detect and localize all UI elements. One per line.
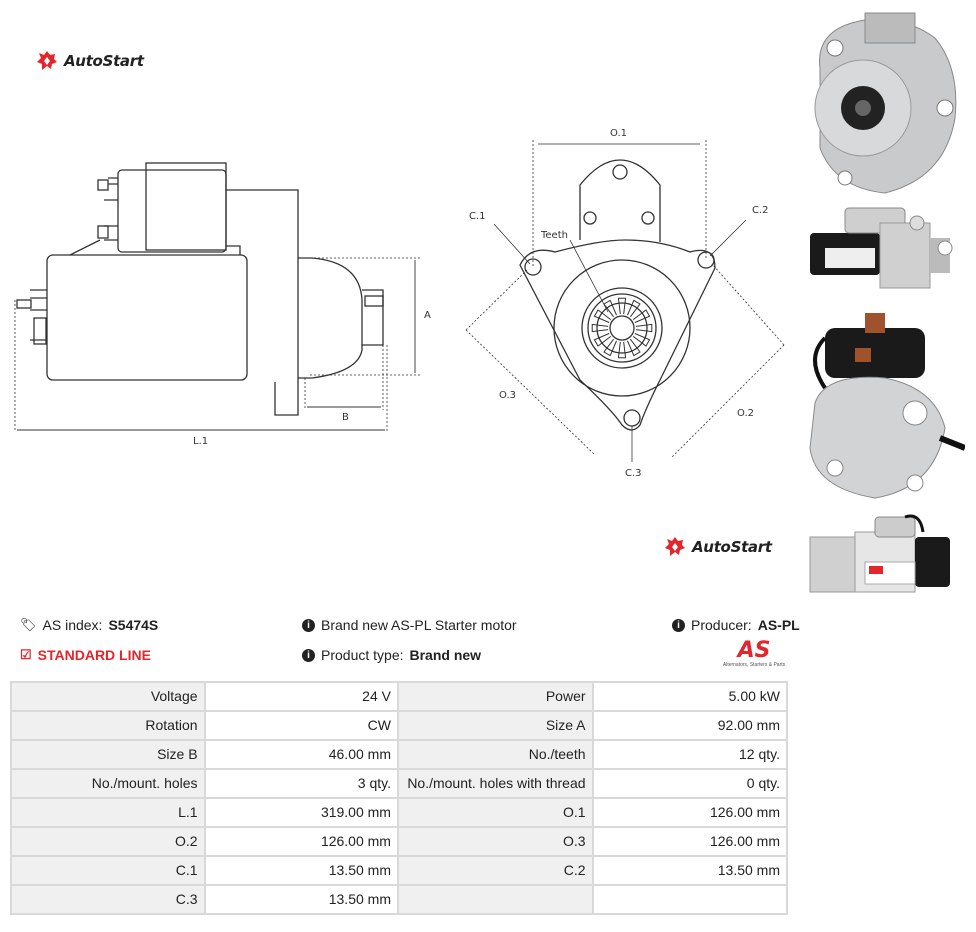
product-line-label: STANDARD LINE	[37, 647, 151, 663]
spec-label: O.3	[396, 826, 594, 857]
spec-label: O.2	[10, 826, 206, 857]
label-l1: L.1	[193, 436, 208, 447]
check-square-icon: ☑	[20, 647, 32, 662]
producer-tagline: Alternators, Starters & Parts	[722, 662, 786, 668]
producer: i Producer: AS-PL	[672, 617, 800, 633]
product-description: i Brand new AS-PL Starter motor	[302, 617, 517, 633]
product-type: i Product type: Brand new	[302, 647, 481, 663]
pinion-tooth	[593, 333, 612, 347]
label-c3: C.3	[625, 468, 642, 479]
producer-label: Producer:	[691, 617, 752, 633]
spec-value: 319.00 mm	[203, 797, 399, 828]
product-photo-side	[805, 203, 965, 298]
producer-logo: AS Alternators, Starters & Parts	[716, 638, 792, 669]
spec-label: No./mount. holes with thread	[396, 768, 594, 799]
label-b: B	[342, 412, 349, 423]
label-c2: C.2	[752, 205, 769, 216]
spec-value: 126.00 mm	[591, 826, 789, 857]
brand-logo-secondary: AutoStart	[664, 536, 772, 558]
spec-value: 24 V	[203, 681, 399, 712]
spec-value: 13.50 mm	[203, 884, 399, 915]
label-o2: O.2	[737, 408, 754, 419]
technical-drawing: A B L.1 O.1 C.1 C.2	[14, 128, 785, 479]
product-photo-front	[805, 8, 965, 198]
info-circle-icon: i	[302, 648, 315, 662]
pinion-tooth	[603, 299, 617, 318]
as-index-value: S5474S	[108, 617, 159, 633]
spec-value: 13.50 mm	[203, 855, 399, 886]
solenoid-cap	[145, 162, 227, 251]
product-type-label: Product type:	[321, 647, 404, 663]
spec-label: C.1	[10, 855, 206, 886]
pinion-tooth	[627, 338, 641, 357]
spec-label: Voltage	[10, 681, 206, 712]
product-photo-rear	[805, 308, 965, 508]
info-circle-icon: i	[672, 618, 685, 632]
autostart-logo-icon	[37, 51, 57, 70]
spec-label: C.3	[10, 884, 206, 915]
spec-label: O.1	[396, 797, 594, 828]
product-type-value: Brand new	[409, 647, 482, 663]
producer-value: AS-PL	[757, 617, 800, 633]
pinion-tooth	[593, 309, 612, 323]
motor-body	[46, 254, 248, 381]
spec-value: 126.00 mm	[203, 826, 399, 857]
spec-value: 5.00 kW	[591, 681, 789, 712]
spec-label: C.2	[396, 855, 594, 886]
spec-value: 3 qty.	[203, 768, 399, 799]
product-line: ☑ STANDARD LINE	[20, 647, 151, 663]
brand-name: AutoStart	[692, 538, 772, 556]
tags-icon: 🏷︎	[20, 617, 37, 632]
label-c1: C.1	[469, 211, 486, 222]
spec-label: Size B	[10, 739, 206, 770]
spec-value: 12 qty.	[591, 739, 789, 770]
label-o3: O.3	[499, 390, 516, 401]
as-index: 🏷︎ AS index: S5474S	[20, 617, 158, 633]
spec-value: CW	[203, 710, 399, 741]
pinion-teeth	[591, 297, 653, 359]
product-description-text: Brand new AS-PL Starter motor	[321, 617, 517, 633]
autostart-logo-icon	[665, 537, 685, 556]
spec-label: Power	[396, 681, 594, 712]
producer-logo-text: AS	[737, 638, 771, 663]
as-index-label: AS index:	[42, 617, 103, 633]
solenoid	[117, 169, 227, 253]
brand-name: AutoStart	[64, 52, 144, 70]
spec-label: Rotation	[10, 710, 206, 741]
product-photo-label	[805, 512, 965, 602]
spec-label: No./mount. holes	[10, 768, 206, 799]
pinion-tooth	[635, 323, 653, 333]
label-a: A	[424, 310, 431, 321]
pinion-tooth	[617, 297, 627, 315]
pinion-tooth	[591, 323, 609, 333]
brand-logo: AutoStart	[36, 50, 144, 72]
info-circle-icon: i	[302, 618, 315, 632]
spec-value: 92.00 mm	[591, 710, 789, 741]
pinion-tooth	[603, 338, 617, 357]
pinion-tooth	[632, 333, 651, 347]
spec-value	[591, 884, 789, 915]
label-o1: O.1	[610, 128, 627, 139]
spec-value: 13.50 mm	[591, 855, 789, 886]
spec-label: L.1	[10, 797, 206, 828]
pinion-tooth	[627, 299, 641, 318]
spec-value: 46.00 mm	[203, 739, 399, 770]
pinion-tooth	[632, 309, 651, 323]
label-teeth: Teeth	[540, 230, 568, 241]
spec-label: Size A	[396, 710, 594, 741]
pinion-tooth	[617, 341, 627, 359]
spec-label: No./teeth	[396, 739, 594, 770]
spec-value: 0 qty.	[591, 768, 789, 799]
spec-label	[396, 884, 594, 915]
spec-value: 126.00 mm	[591, 797, 789, 828]
